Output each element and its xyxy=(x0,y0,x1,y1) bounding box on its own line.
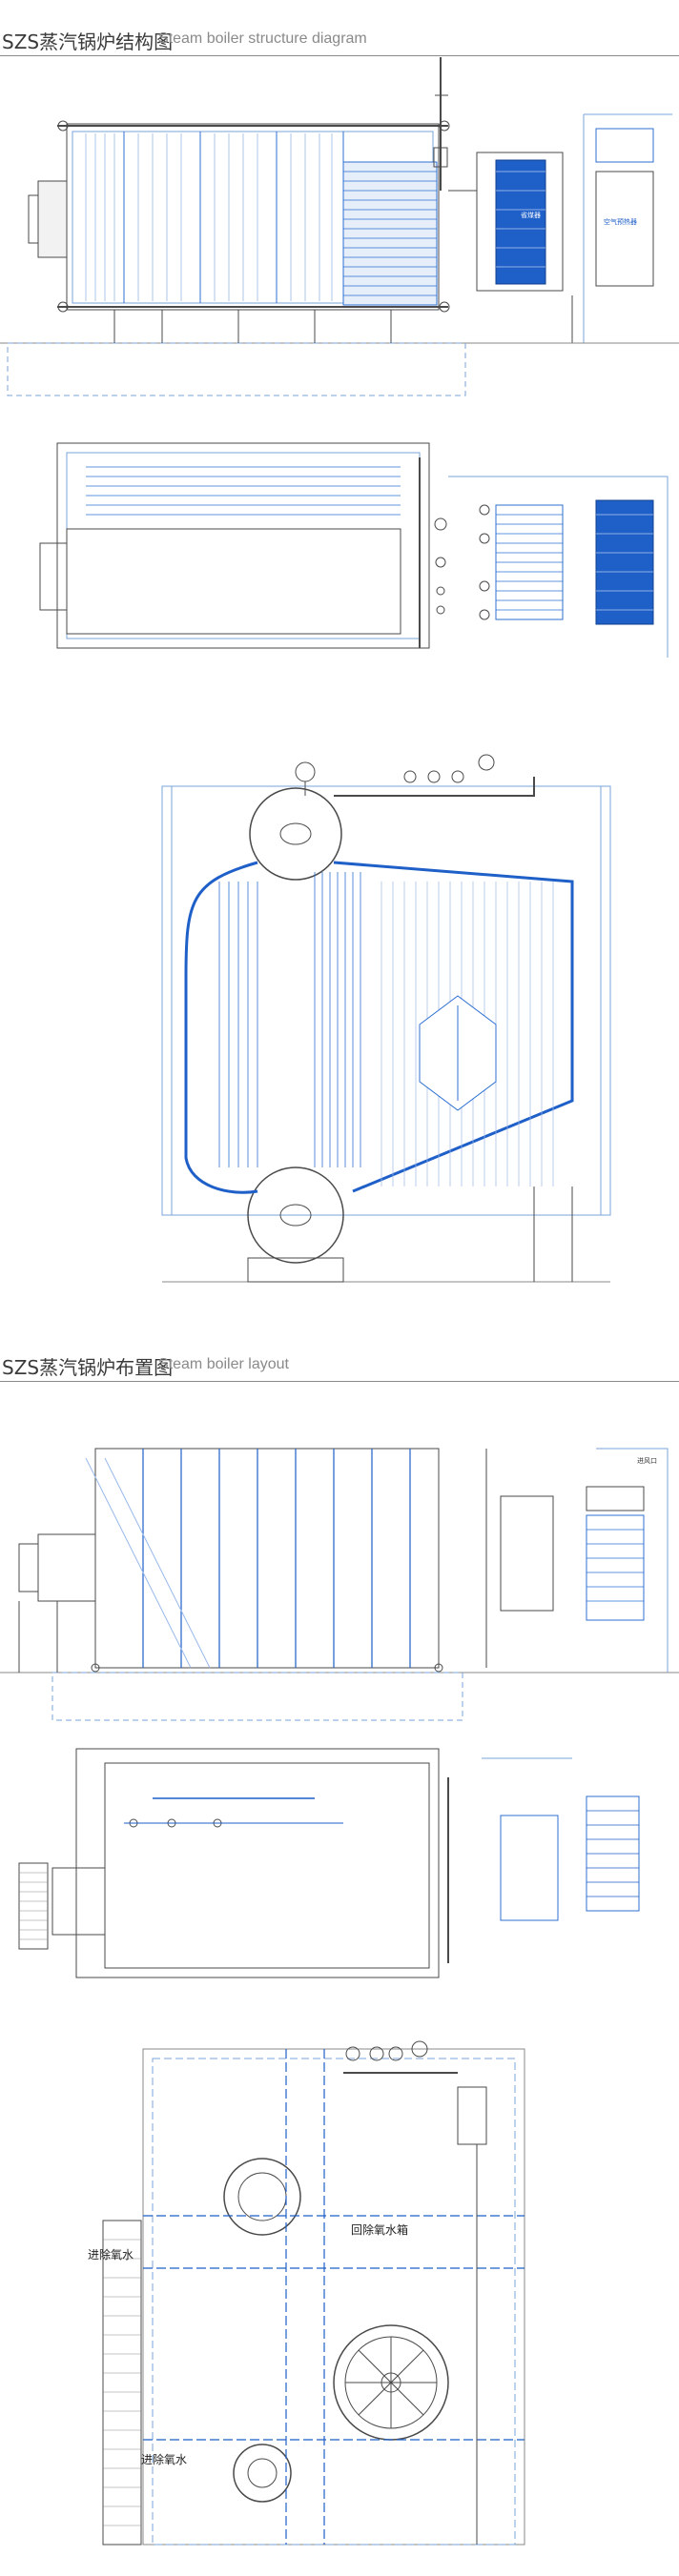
boiler-plan-view-diagram xyxy=(39,442,669,658)
layout-plan-diagram xyxy=(18,1748,640,1978)
layout-cross-section-diagram: 回除氧水箱 进除氧水 进除氧水 xyxy=(88,2040,525,2546)
return-water-label: 回除氧水箱 xyxy=(351,2222,408,2237)
section-title-en: Steam boiler structure diagram xyxy=(158,30,367,47)
section-header-layout: SZS蒸汽锅炉布置图 Steam boiler layout xyxy=(0,1339,679,1382)
feed-water-in-label: 进除氧水 xyxy=(141,2452,187,2466)
section-title-cn: SZS蒸汽锅炉结构图 xyxy=(2,30,174,53)
boiler-cross-section-diagram xyxy=(161,754,611,1283)
section-title-cn: SZS蒸汽锅炉布置图 xyxy=(2,1356,174,1379)
air-preheater-label: 空气预热器 xyxy=(604,217,637,226)
section-title-en: Steam boiler layout xyxy=(158,1356,289,1372)
inlet-label: 进风口 xyxy=(637,1457,657,1465)
feed-water-top-label: 进除氧水 xyxy=(88,2247,134,2262)
boiler-side-elevation-diagram: 省煤器 空气预热器 xyxy=(0,57,679,396)
layout-elevation-diagram: 进风口 xyxy=(0,1448,679,1721)
section-header-structure: SZS蒸汽锅炉结构图 Steam boiler structure diagra… xyxy=(0,13,679,56)
economizer-label: 省煤器 xyxy=(521,211,541,219)
